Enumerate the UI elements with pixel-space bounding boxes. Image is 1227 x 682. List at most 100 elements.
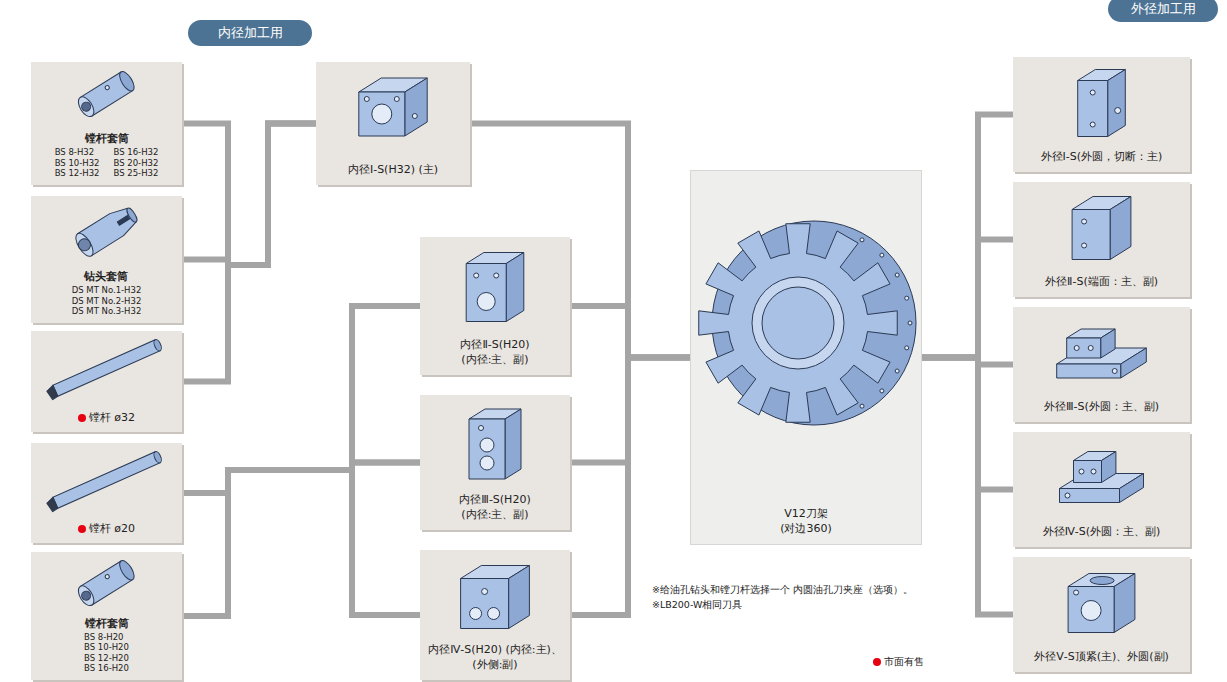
icon-part [1068, 587, 1114, 633]
icon-part [474, 273, 479, 278]
text-stack: 镗杆 ø20 [78, 522, 135, 536]
model-number: BS 20-H32 [114, 158, 159, 168]
icon-part [394, 97, 399, 102]
turret-box: V12刀架 (对边360) [690, 170, 922, 545]
text-stack: 内径I-S(H32) (主) [348, 163, 438, 178]
text-stack: 内径Ⅱ-S(H20) (内径:主、副) [445, 338, 545, 368]
icon-part [405, 78, 427, 136]
icon-part [480, 456, 494, 470]
holder-label: 外径Ⅳ-S(外圆：主、副) [1043, 525, 1161, 540]
icon-part [1067, 338, 1101, 358]
icon-part [152, 451, 162, 464]
icon-part [1114, 574, 1135, 633]
icon-part [505, 409, 521, 479]
icon-part [1110, 197, 1131, 260]
text-stack: 外径Ⅴ-S顶紧(主)、外圆(副) [1034, 650, 1169, 665]
connector [182, 124, 316, 266]
illustration-group [1068, 574, 1135, 633]
holder-label: 内径Ⅱ-S(H20) (内径:主、副) [445, 338, 545, 368]
illustration [1017, 436, 1186, 516]
illustration-group [469, 409, 521, 479]
icon-part [762, 287, 834, 359]
model-number: BS 8-H32 [55, 147, 100, 157]
illustration-group [1078, 70, 1126, 137]
icon-part [1121, 348, 1147, 378]
icon-part [76, 237, 93, 254]
holder-box: 内径Ⅱ-S(H20) (内径:主、副) [420, 237, 570, 375]
icon-part [1112, 369, 1117, 374]
part-title: 钻头套筒 [84, 270, 128, 284]
illustration-group [46, 339, 164, 401]
model-list: BS 8-H20BS 10-H20BS 12-H20BS 16-H20 [84, 632, 129, 673]
icon-part [46, 497, 59, 512]
holder-label: 内径Ⅳ-S(H20) (内径:主)、(外侧:副) [425, 643, 565, 673]
icon-part [752, 277, 844, 369]
holder-label: 外径Ⅱ-S(端面：主、副) [1045, 275, 1158, 290]
icon-part [46, 385, 59, 400]
icon-part [1057, 364, 1121, 378]
illustration [35, 200, 178, 262]
icon-part [1082, 243, 1087, 248]
text-stack: 镗杆 ø32 [78, 411, 135, 425]
illustration-group [461, 566, 530, 629]
icon-part [860, 238, 864, 242]
label-row: 镗杆 ø32 [78, 411, 135, 425]
model-number: DS MT No.1-H32 [72, 285, 142, 295]
model-number: DS MT No.2-H32 [72, 296, 142, 306]
model-number: BS 25-H32 [114, 168, 159, 178]
icon-part [117, 558, 137, 582]
text-stack: 外径I-S(外圆，切断：主) [1041, 150, 1163, 165]
illustration [424, 241, 566, 329]
icon-part [1065, 493, 1070, 498]
connector [182, 463, 420, 617]
icon-part [1120, 474, 1144, 503]
icon-part [506, 253, 524, 322]
icon-part [1074, 461, 1102, 483]
illustration-group [1060, 452, 1144, 503]
market-dot [78, 414, 86, 422]
section-tag: 内径加工用 [188, 20, 312, 46]
model-number: BS 12-H20 [84, 653, 129, 663]
illustration-group [1072, 197, 1131, 260]
connector [922, 115, 1013, 358]
holder-label: 内径I-S(H32) (主) [348, 163, 438, 178]
part-title: 镗杆套筒 [85, 617, 129, 631]
text-stack: 内径加工用 [218, 25, 283, 41]
tool-label: 镗杆 ø20 [89, 522, 135, 536]
icon-part [1072, 210, 1110, 260]
icon-part [1115, 108, 1121, 114]
section-label: 内径加工用 [218, 25, 283, 41]
icon-part [1079, 469, 1084, 474]
icon-part [1101, 329, 1115, 358]
illustration-group [72, 202, 141, 258]
icon-part [1090, 122, 1095, 127]
text-stack: 钻头套筒DS MT No.1-H32DS MT No.2-H32DS MT No… [72, 270, 142, 316]
icon-part [1108, 70, 1126, 137]
holder-box: 内径Ⅲ-S(H20) (内径:主、副) [420, 395, 570, 530]
tool-box: 镗杆 ø32 [31, 331, 182, 432]
connector [570, 306, 690, 358]
icon-part [860, 404, 864, 408]
illustration [35, 556, 178, 610]
connector [182, 124, 316, 382]
illustration [424, 399, 566, 485]
model-number: BS 12-H32 [55, 168, 100, 178]
model-number: BS 16-H32 [114, 147, 159, 157]
icon-part [699, 224, 898, 423]
model-number: BS 16-H20 [84, 663, 129, 673]
connector [182, 306, 420, 616]
illustration [424, 554, 566, 636]
tool-box: 镗杆 ø20 [31, 443, 182, 543]
connector [922, 358, 1013, 615]
icon-part [895, 369, 899, 373]
icon-part [80, 590, 92, 602]
illustration [35, 66, 178, 122]
icon-part [461, 579, 509, 629]
icon-part [880, 389, 884, 393]
connector [570, 358, 690, 616]
tool-label: 镗杆 ø32 [89, 411, 135, 425]
holder-box: 外径Ⅴ-S顶紧(主)、外圆(副) [1013, 557, 1190, 672]
icon-part [477, 293, 495, 311]
icon-part [75, 583, 97, 608]
